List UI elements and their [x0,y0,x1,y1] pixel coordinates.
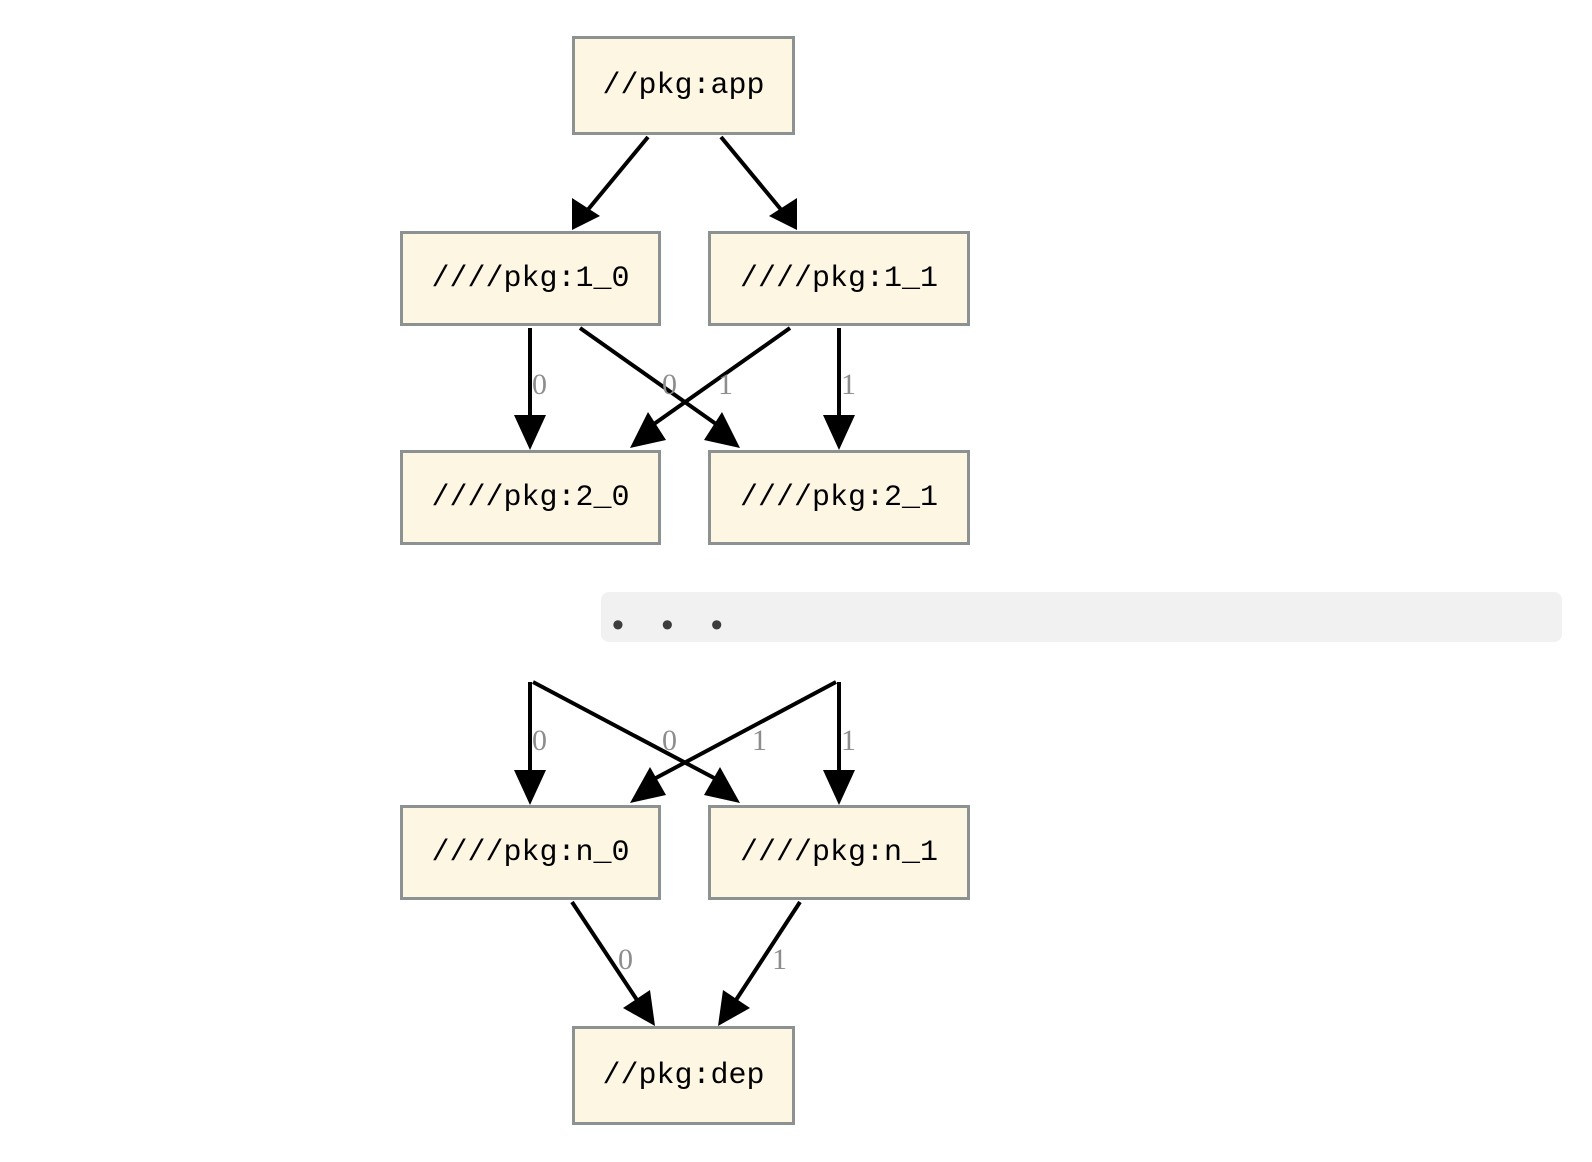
edge-label-1_1-2_0: 1 [718,368,733,401]
edge-label-1_1-2_1: 1 [841,368,856,401]
edge-n_0-to-dep [570,900,655,1026]
node-pkg-dep[interactable]: //pkg:dep [572,1026,795,1125]
edge-label-prev-n_0: 0 [532,724,547,757]
node-pkg-2-0[interactable]: ////pkg:2_0 [400,450,661,545]
edge-label-prev-n_1: 0 [662,724,677,757]
node-pkg-1-1[interactable]: ////pkg:1_1 [708,231,970,326]
edge-label-n_0-dep: 0 [618,943,633,976]
edge-label-1_0-2_0: 0 [532,368,547,401]
edge-prev-to-n_1 [823,682,855,805]
node-pkg-2-1[interactable]: ////pkg:2_1 [708,450,970,545]
node-pkg-1-0[interactable]: ////pkg:1_0 [400,231,661,326]
node-pkg-n-0[interactable]: ////pkg:n_0 [400,805,661,900]
truncation-band [601,592,1562,642]
edge-1_0-to-2_1 [578,326,740,448]
edge-1_1-to-2_1 [823,328,855,450]
node-pkg-app[interactable]: //pkg:app [572,36,795,135]
edge-label-prev-cross-n_0: 1 [752,724,767,757]
ellipsis-dots: • • • [612,606,737,644]
edge-label-n_1-dep: 1 [772,943,787,976]
edge-label-1_0-2_1: 0 [662,368,677,401]
edge-prev-to-n_0 [514,682,546,805]
edge-app-to-1_0 [572,135,650,230]
edge-1_1-to-2_0 [630,326,792,448]
edge-label-prev-cross-n_1: 1 [841,724,856,757]
edge-n_1-to-dep [718,900,802,1026]
edge-prev-cross-to-n_1 [532,680,740,803]
node-pkg-n-1[interactable]: ////pkg:n_1 [708,805,970,900]
edge-prev-cross-to-n_0 [630,680,837,803]
edge-1_0-to-2_0 [514,328,546,450]
edge-app-to-1_1 [719,135,797,230]
